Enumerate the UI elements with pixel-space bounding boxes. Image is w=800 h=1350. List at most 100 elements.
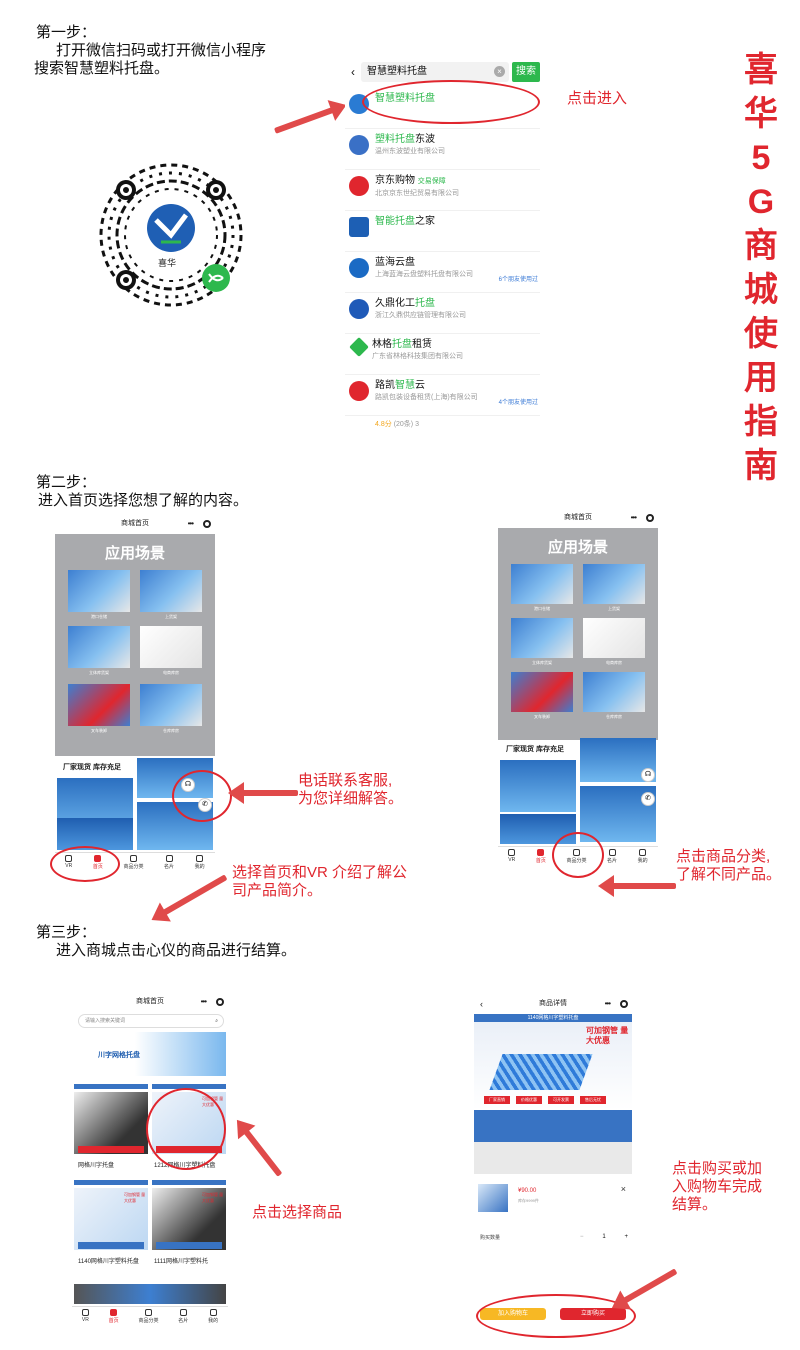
title-char: 喜 [744,51,778,89]
home-icon [110,1309,118,1316]
quantity-stepper[interactable]: − 1 + [580,1232,628,1242]
close-miniprogram-icon[interactable] [646,514,654,522]
tab-card[interactable]: 名片 [164,853,174,876]
scene-thumb[interactable] [511,618,573,658]
tab-card[interactable]: 名片 [607,847,617,870]
tab-mine[interactable]: 我的 [208,1307,218,1330]
step3-desc: 进入商城点击心仪的商品进行结算。 [56,942,297,959]
result-logo-icon [349,299,369,319]
result-item[interactable]: 蓝海云盘 上海蓝海云盘塑料托盘有限公司 6个朋友使用过 [345,252,540,293]
banner[interactable]: 川字网格托盘 [74,1032,226,1076]
search-icon[interactable]: ⌕ [215,1018,218,1024]
headset-icon[interactable]: ☊ [641,768,655,782]
more-icon[interactable]: ••• [630,513,637,522]
result-friends: 6个朋友使用过 [498,277,538,283]
result-logo-icon [349,217,369,237]
annot-category-line2: 了解不同产品。 [676,866,782,883]
result-item[interactable]: 路凯智慧云 路凯包装设备租赁(上海)有限公司 4个朋友使用过 [345,375,540,416]
highlight-circle [50,846,120,882]
scene-thumb[interactable] [68,684,130,726]
result-item[interactable]: 塑料托盘东波 温州东波塑业有限公司 [345,129,540,170]
appbar: 商城首页 ••• [498,510,658,526]
scene-thumb[interactable] [68,570,130,612]
step1-line2: 搜索智慧塑料托盘。 [34,60,170,77]
scene-thumb[interactable] [68,626,130,668]
tab-category[interactable]: 商品分类 [138,1307,158,1330]
scene-thumb[interactable] [583,672,645,712]
pallet-image [489,1054,593,1090]
search-placeholder: 请输入搜索关键词 [85,1018,126,1024]
scene-thumb[interactable] [511,564,573,604]
product-card[interactable]: 可加钢管 量大优惠 1140网格川字塑料托盘 [74,1180,148,1270]
annot-enter: 点击进入 [567,90,628,107]
tab-home[interactable]: 首页 [109,1307,119,1330]
vr-icon [81,1309,89,1316]
close-miniprogram-icon[interactable] [216,998,224,1006]
qty-label: 购买数量 [480,1235,501,1241]
more-icon[interactable]: ••• [187,519,194,528]
close-miniprogram-icon[interactable] [620,1000,628,1008]
product-card[interactable]: 网格川字托盘 [74,1084,148,1174]
back-icon[interactable]: ‹ [480,999,483,1009]
thumb-label: 仓库库房 [606,714,622,719]
appbar-title: 商城首页 [564,514,592,521]
annot-home-vr-line2: 司产品简介。 [232,882,323,899]
close-miniprogram-icon[interactable] [203,520,211,528]
qty-minus-button[interactable]: − [580,1234,584,1240]
search-bar: ‹ 智慧塑料托盘 × 搜索 [345,60,540,84]
grid-icon [129,855,137,862]
scene-thumb[interactable] [583,618,645,658]
result-item[interactable]: 京东购物 交易保障 北京京东世纪贸易有限公司 [345,170,540,211]
tab-card[interactable]: 名片 [178,1307,188,1330]
more-products-image[interactable] [74,1284,226,1304]
result-name-highlight: 托盘 [415,298,435,309]
result-item[interactable]: 久鼎化工托盘 浙江久鼎供应链管理有限公司 [345,293,540,334]
tab-mine[interactable]: 我的 [638,847,648,870]
annot-buy-line2: 入购物车完成 [672,1178,763,1195]
qty-plus-button[interactable]: + [624,1234,628,1240]
home-screen-right: 商城首页••• 应用场景 港口仓储 上货架 立体库货架 电商库房 叉车装卸 仓库… [498,510,658,870]
title-char: 南 [744,447,778,485]
result-company: 上海蓝海云盘塑料托盘有限公司 [375,271,473,278]
result-item[interactable]: 智能托盘之家 [345,211,540,252]
tab-label: 名片 [164,864,175,870]
step1-title: 第一步： [36,24,97,41]
product-hero-image[interactable]: 1140网格川字塑料托盘 可加钢管 量大优惠 厂家直销 价格优惠 可开发票 售后… [474,1014,632,1174]
clear-icon[interactable]: × [494,66,505,77]
step2-title: 第二步： [36,474,97,491]
result-item[interactable]: 林格托盘租赁 广东省林格科技集团有限公司 [345,334,540,375]
more-icon[interactable]: ••• [200,997,207,1006]
tab-vr[interactable]: VR [508,847,516,870]
search-input[interactable]: 智慧塑料托盘 × [361,62,509,82]
product-image [152,1188,226,1250]
search-button[interactable]: 搜索 [512,62,540,82]
thumb-label: 叉车装卸 [91,728,107,733]
result-logo-icon [349,258,369,278]
phone-icon[interactable]: ✆ [641,792,655,806]
scene-thumb[interactable] [140,570,202,612]
tab-label: 商品分类 [138,1318,159,1324]
tab-label: 我的 [637,858,648,864]
product-card[interactable]: 可加钢管 量大优惠 1111网格川字塑料托 [152,1180,226,1270]
more-icon[interactable]: ••• [604,999,611,1008]
close-icon[interactable]: × [620,1184,626,1194]
factory-image[interactable] [500,760,576,812]
back-icon[interactable]: ‹ [351,65,355,79]
tab-category[interactable]: 商品分类 [123,853,143,876]
tab-home[interactable]: 首页 [536,847,546,870]
tab-mine[interactable]: 我的 [195,853,205,876]
scene-thumb[interactable] [140,626,202,668]
title-char: G [747,183,775,221]
home-icon [537,849,545,856]
scene-thumb[interactable] [140,684,202,726]
title-char: 用 [744,359,778,397]
highlight-circle [146,1088,226,1170]
qr-logo-text: 喜华 [158,259,177,269]
miniprogram-qr-code[interactable]: 喜华 [96,160,246,310]
scene-thumb[interactable] [583,564,645,604]
user-icon [196,855,204,862]
pallet-stack-image[interactable] [57,818,133,850]
scene-thumb[interactable] [511,672,573,712]
tab-vr[interactable]: VR [81,1307,89,1330]
search-input[interactable]: 请输入搜索关键词 ⌕ [78,1014,224,1028]
